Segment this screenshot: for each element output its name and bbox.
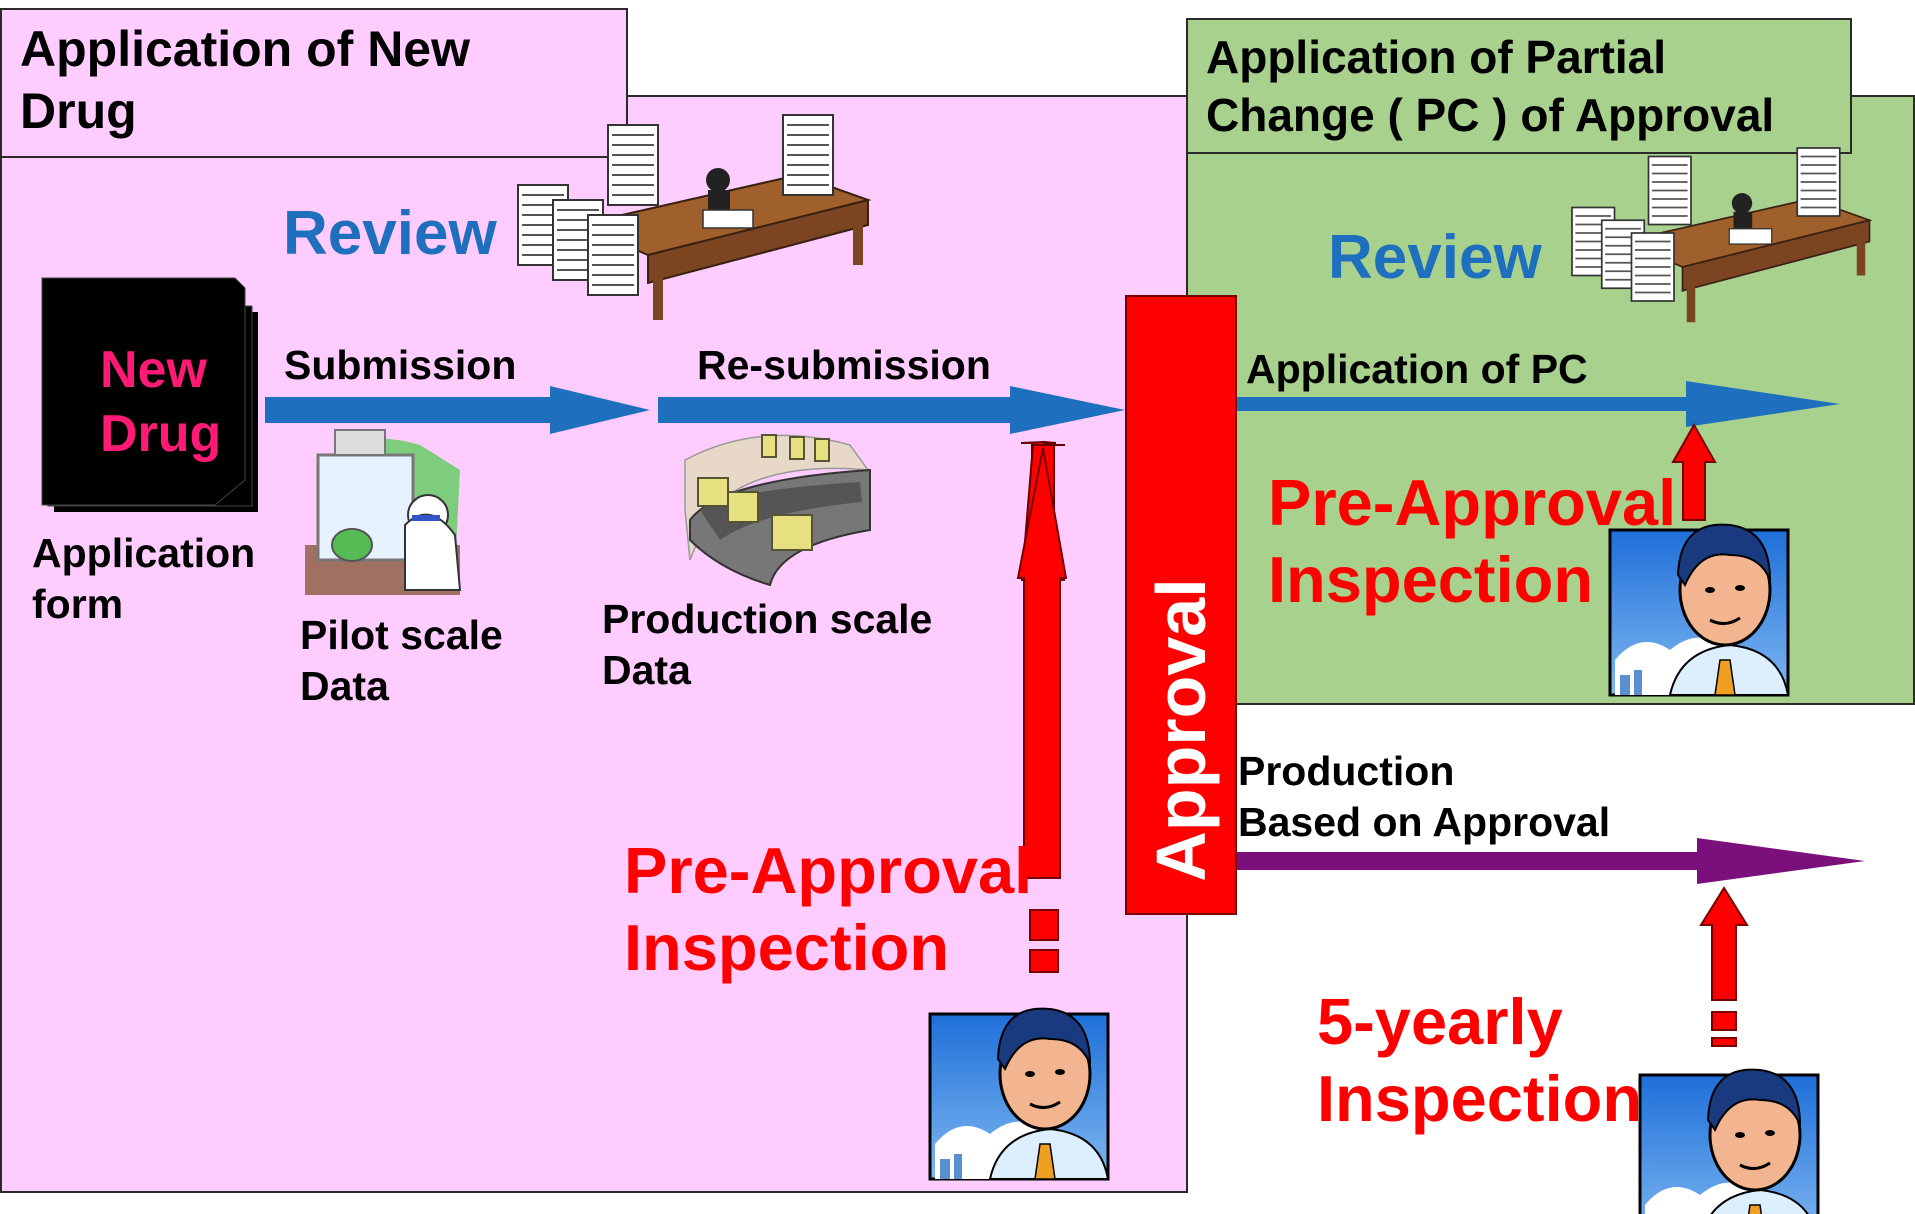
application-form-caption: Application form: [32, 530, 256, 627]
production-scale-data-label: Production scale Data: [602, 596, 933, 693]
production-conveyor-icon: [684, 434, 871, 587]
new-drug-label-line2: Drug: [100, 405, 222, 463]
partial-change-panel-title: Application of Partial Change ( PC ) of …: [1206, 31, 1775, 141]
new-drug-label-line1: New: [100, 341, 207, 399]
production-based-on-approval-label: Production Based on Approval: [1238, 748, 1611, 845]
production-arrow: [1214, 838, 1865, 884]
five-yearly-inspection-label: 5-yearly Inspection: [1317, 985, 1643, 1135]
partial-change-title-box: [1186, 18, 1852, 154]
five-yearly-arrow: [1699, 886, 1749, 1047]
submission-arrow: [265, 386, 650, 434]
review-label-right: Review: [1328, 223, 1542, 292]
pilot-scale-data-label: Pilot scale Data: [300, 612, 503, 709]
inspector-icon-left: [928, 1007, 1110, 1181]
new-drug-panel-title: Application of New Drug: [20, 21, 470, 139]
submission-label: Submission: [284, 342, 517, 388]
review-label-left: Review: [283, 199, 497, 268]
resubmission-label: Re-submission: [697, 342, 991, 388]
lab-scientist-icon: [305, 429, 462, 595]
approval-label: Approval: [1142, 578, 1220, 882]
resubmission-arrow: [658, 386, 1125, 434]
application-pc-arrow: [1235, 381, 1840, 427]
pre-approval-inspection-label-right: Pre-Approval Inspection: [1268, 466, 1677, 616]
new-drug-label: New Drug: [100, 338, 221, 466]
new-drug-document-icon: [41, 277, 258, 512]
approval-bar: [1125, 295, 1237, 915]
pre-approval-arrow-right: [1671, 422, 1717, 521]
pre-approval-arrow-left-clean: [1016, 447, 1068, 973]
pre-approval-inspection-label-left: Pre-Approval Inspection: [624, 834, 1033, 984]
new-drug-title-box: [0, 8, 628, 158]
review-desk-right-icon: [1572, 148, 1870, 322]
review-desk-left-icon: [518, 115, 868, 320]
inspector-icon-bottom: [1638, 1068, 1820, 1214]
application-pc-label: Application of PC: [1246, 346, 1588, 392]
